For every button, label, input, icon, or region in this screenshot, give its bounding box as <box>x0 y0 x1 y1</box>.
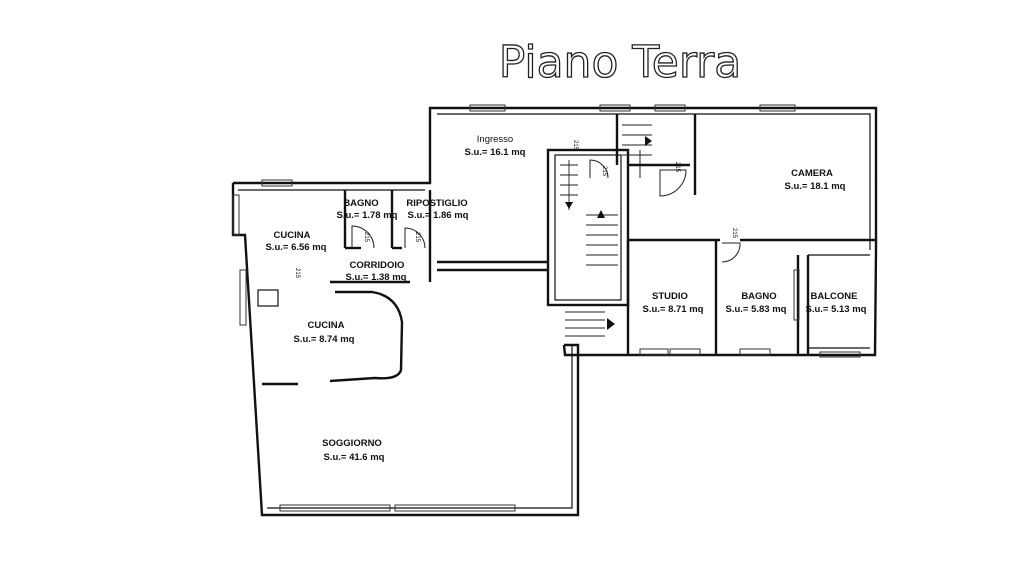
room-name-corridoio: CORRIDOIO <box>350 260 405 271</box>
door-tag: 215 <box>601 166 607 177</box>
room-area-balcone: S.u.= 5.13 mq <box>806 304 867 315</box>
room-area-ripostiglio: S.u.= 1.86 mq <box>408 210 469 221</box>
room-area-corridoio: S.u.= 1.38 mq <box>346 272 407 283</box>
door-tag: 215 <box>731 228 737 239</box>
stairs <box>560 124 652 337</box>
room-area-ingresso: S.u.= 16.1 mq <box>465 147 526 158</box>
room-name-studio: STUDIO <box>652 291 688 302</box>
room-name-bagno-small: BAGNO <box>343 198 378 209</box>
windows <box>232 104 861 512</box>
door-tag: 215 <box>414 232 420 243</box>
room-area-studio: S.u.= 8.71 mq <box>643 304 704 315</box>
room-labels: Ingresso S.u.= 16.1 mq CAMERA S.u.= 18.1… <box>266 134 867 463</box>
room-area-bagno-small: S.u.= 1.78 mq <box>337 210 398 221</box>
room-name-ripostiglio: RIPOSTIGLIO <box>406 198 467 209</box>
door-tags: 215 215 215 215 215 215 215 <box>294 140 737 279</box>
door-tag: 215 <box>674 162 680 173</box>
room-area-camera: S.u.= 18.1 mq <box>785 181 846 192</box>
room-name-ingresso: Ingresso <box>477 134 513 145</box>
room-area-soggiorno: S.u.= 41.6 mq <box>324 452 385 463</box>
door-tag: 215 <box>294 268 300 279</box>
room-area-cucina-2: S.u.= 8.74 mq <box>294 334 355 345</box>
room-name-cucina-2: CUCINA <box>308 320 345 331</box>
room-area-cucina-1: S.u.= 6.56 mq <box>266 242 327 253</box>
room-name-cucina-1: CUCINA <box>274 230 311 241</box>
door-tag: 215 <box>572 140 578 151</box>
room-name-camera: CAMERA <box>791 168 833 179</box>
door-tag: 215 <box>363 232 369 243</box>
room-name-bagno: BAGNO <box>741 291 776 302</box>
room-area-bagno: S.u.= 5.83 mq <box>726 304 787 315</box>
room-name-balcone: BALCONE <box>811 291 858 302</box>
plan-title: Piano Terra <box>499 37 741 88</box>
room-name-soggiorno: SOGGIORNO <box>322 438 382 449</box>
interior-walls <box>257 114 876 386</box>
